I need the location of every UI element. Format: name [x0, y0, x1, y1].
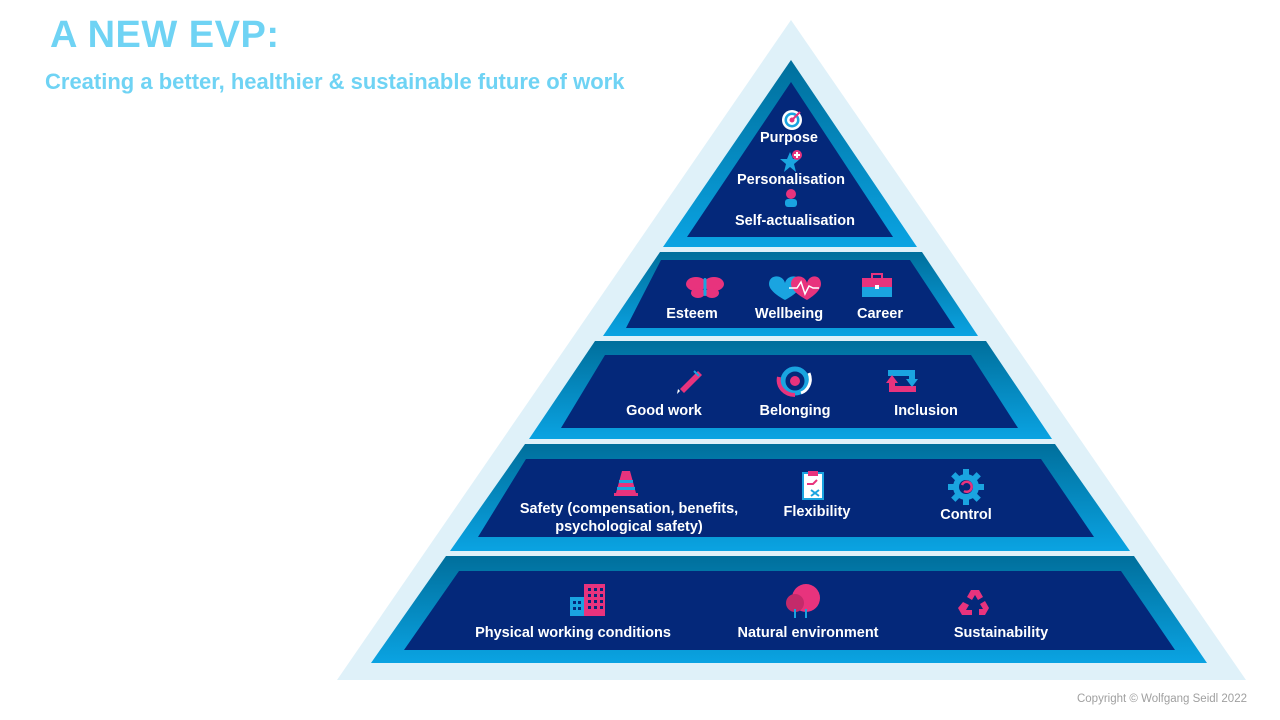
level-4-item-safety-line1: Safety (compensation, benefits, [520, 501, 738, 517]
pencil-icon [677, 370, 702, 394]
pyramid-level-3: Good work Belonging Inclusion [529, 341, 1052, 439]
pyramid-level-1: Purpose Personalisation Self-actualisati… [663, 60, 917, 247]
level-1-item-personalisation: Personalisation [737, 172, 845, 188]
level-3-item-belonging: Belonging [760, 403, 831, 419]
level-5-item-natural-environment: Natural environment [738, 625, 879, 641]
hands-globe-icon [776, 366, 812, 397]
level-4-item-safety-line2: psychological safety) [555, 519, 703, 535]
arrows-loop-icon [886, 370, 918, 392]
copyright-notice: Copyright © Wolfgang Seidl 2022 [1076, 693, 1247, 705]
butterfly-icon [686, 277, 724, 298]
recycle-icon [958, 590, 989, 615]
person-icon [785, 189, 797, 207]
level-4-item-flexibility: Flexibility [784, 504, 851, 520]
star-plus-icon [780, 150, 802, 172]
buildings-icon [570, 584, 605, 616]
level-4-item-control: Control [940, 507, 992, 523]
level-3-item-good-work: Good work [626, 403, 703, 419]
heart-pulse-icon [769, 276, 821, 300]
level-2-item-wellbeing: Wellbeing [755, 306, 823, 322]
level-2-item-esteem: Esteem [666, 306, 718, 322]
level-3-item-inclusion: Inclusion [894, 403, 958, 419]
pyramid-level-4: Safety (compensation, benefits, psycholo… [450, 444, 1130, 551]
level-1-item-purpose: Purpose [760, 130, 818, 146]
pyramid-level-2: Esteem Wellbeing Career [603, 252, 978, 336]
page-title: A NEW EVP: [50, 14, 280, 56]
level-1-item-self-actualisation: Self-actualisation [735, 213, 855, 229]
level-2-item-career: Career [857, 306, 903, 322]
clipboard-icon [802, 471, 824, 500]
level-5-item-sustainability: Sustainability [954, 625, 1048, 641]
page-subtitle: Creating a better, healthier & sustainab… [45, 69, 625, 94]
target-icon [782, 110, 802, 130]
gear-icon [948, 469, 984, 505]
level-5-item-physical-working-conditions: Physical working conditions [475, 625, 671, 641]
trees-icon [786, 584, 820, 618]
traffic-cone-icon [614, 471, 638, 496]
briefcase-icon [862, 273, 892, 297]
pyramid-level-5: Physical working conditions Natural envi… [371, 556, 1207, 663]
